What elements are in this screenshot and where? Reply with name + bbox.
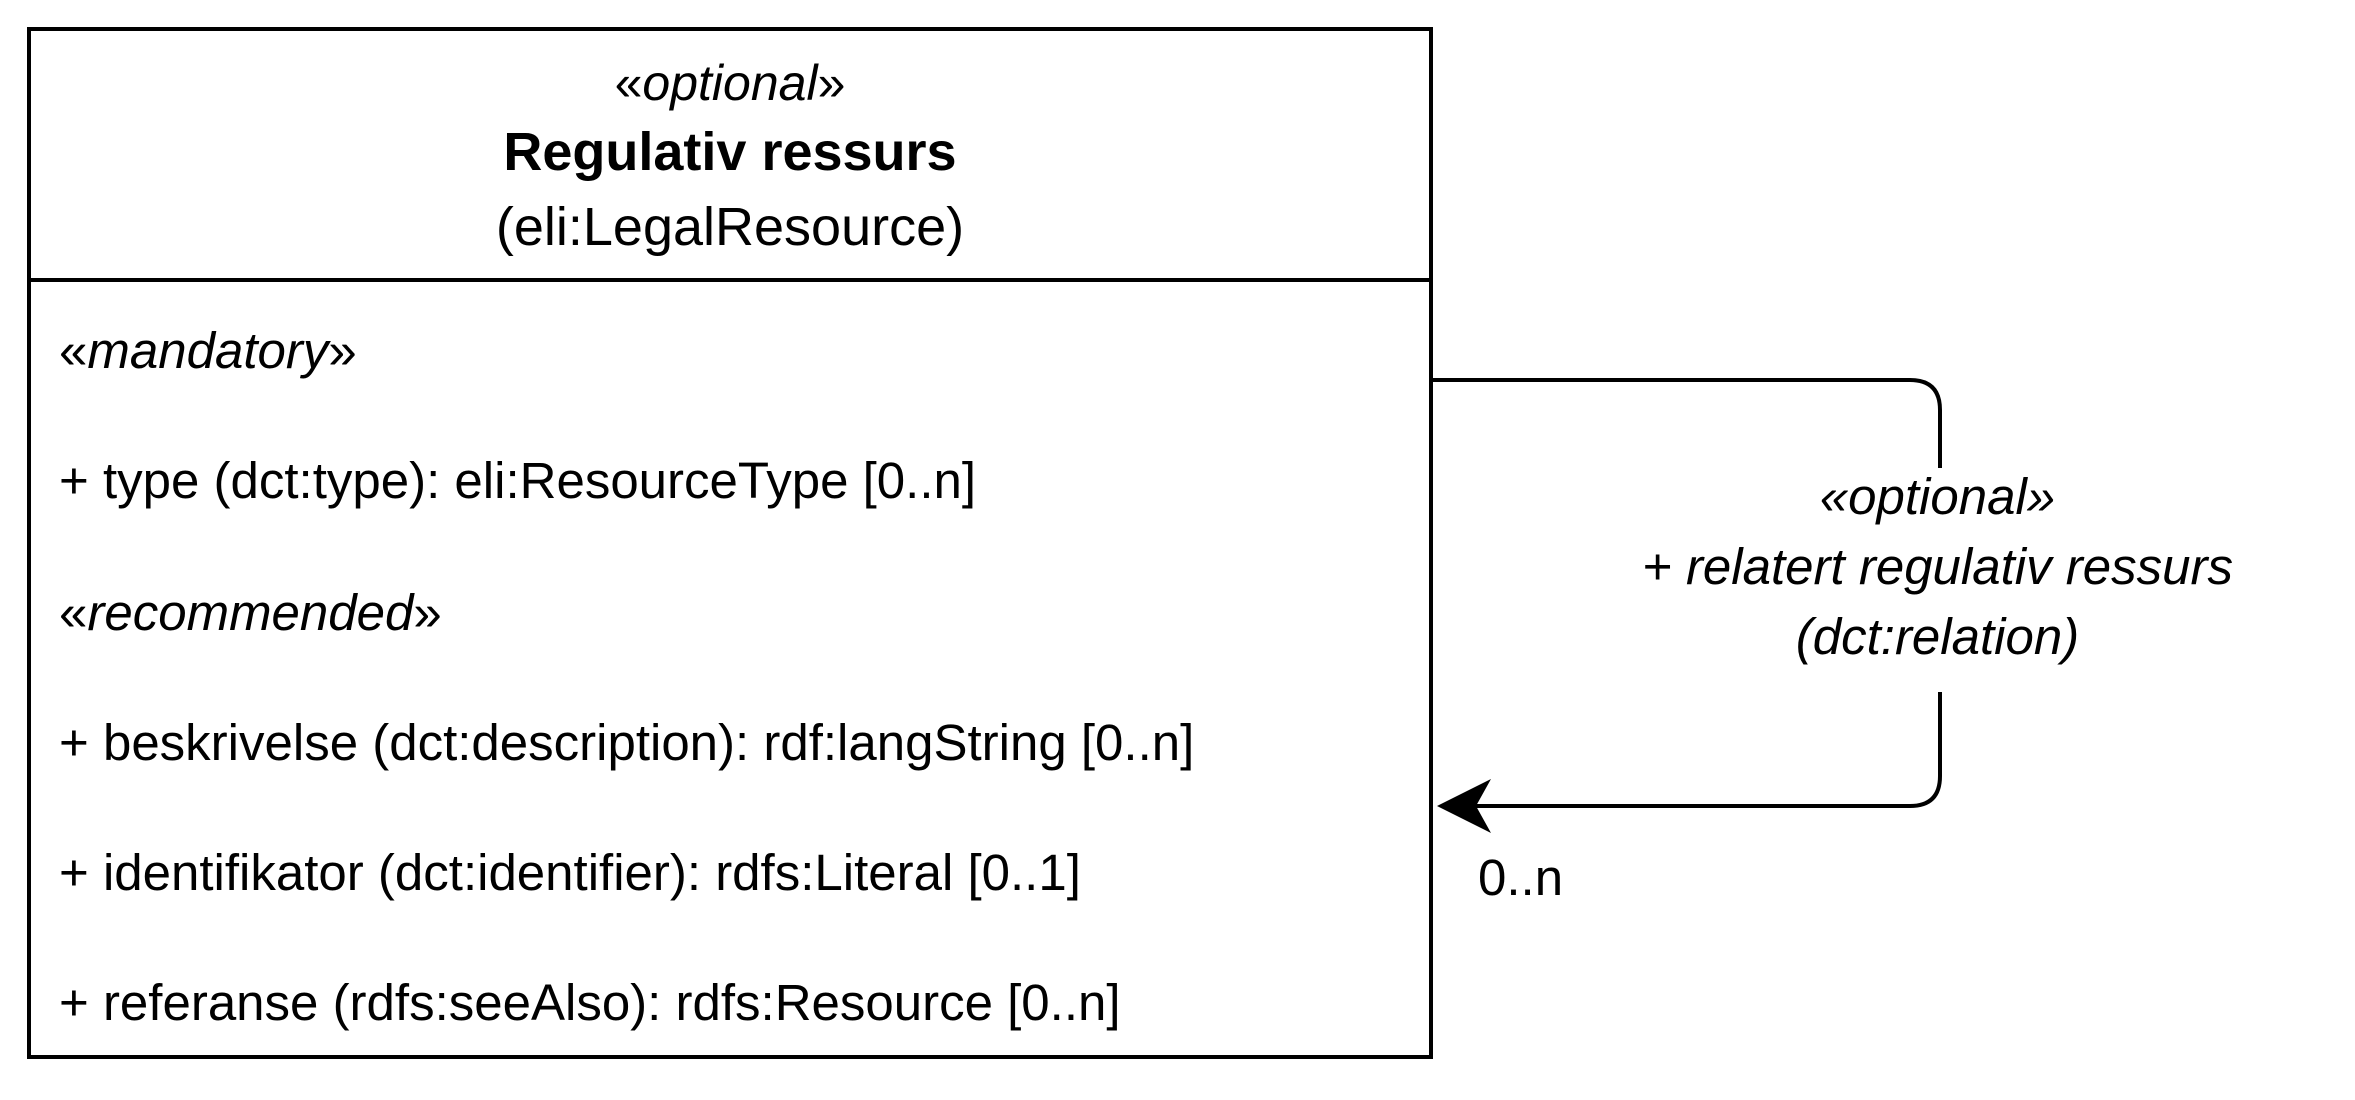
class-header: «optional» Regulativ ressurs (eli:LegalR… <box>31 31 1429 282</box>
attribute-type: + type (dct:type): eli:ResourceType [0..… <box>59 452 977 509</box>
association-label: «optional» + relatert regulativ ressurs … <box>1535 462 2340 672</box>
class-stereotype: «optional» <box>614 55 846 111</box>
association-name: + relatert regulativ ressurs <box>1642 538 2233 595</box>
attribute-beskrivelse: + beskrivelse (dct:description): rdf:lan… <box>59 714 1195 771</box>
association-stereotype: «optional» <box>1819 468 2056 525</box>
association-line-top <box>1433 378 1942 468</box>
class-stereotype-text: optional <box>642 55 818 111</box>
class-name: Regulativ ressurs <box>503 122 957 182</box>
class-box-regulativ-ressurs: «optional» Regulativ ressurs (eli:LegalR… <box>27 27 1433 1059</box>
section-stereotype-mandatory: «mandatory» <box>59 322 357 379</box>
association-line-bottom <box>1448 692 1942 808</box>
section-stereotype-recommended: «recommended» <box>59 584 442 641</box>
attribute-identifikator: + identifikator (dct:identifier): rdfs:L… <box>59 844 1081 901</box>
section-stereotype-text: mandatory <box>87 322 329 379</box>
section-stereotype-text: recommended <box>87 584 414 641</box>
association-multiplicity: 0..n <box>1478 849 1564 906</box>
association-property: (dct:relation) <box>1795 608 2080 665</box>
arrowhead-icon <box>1437 779 1491 833</box>
class-uri: (eli:LegalResource) <box>495 197 965 257</box>
attribute-referanse: + referanse (rdfs:seeAlso): rdfs:Resourc… <box>59 974 1121 1031</box>
